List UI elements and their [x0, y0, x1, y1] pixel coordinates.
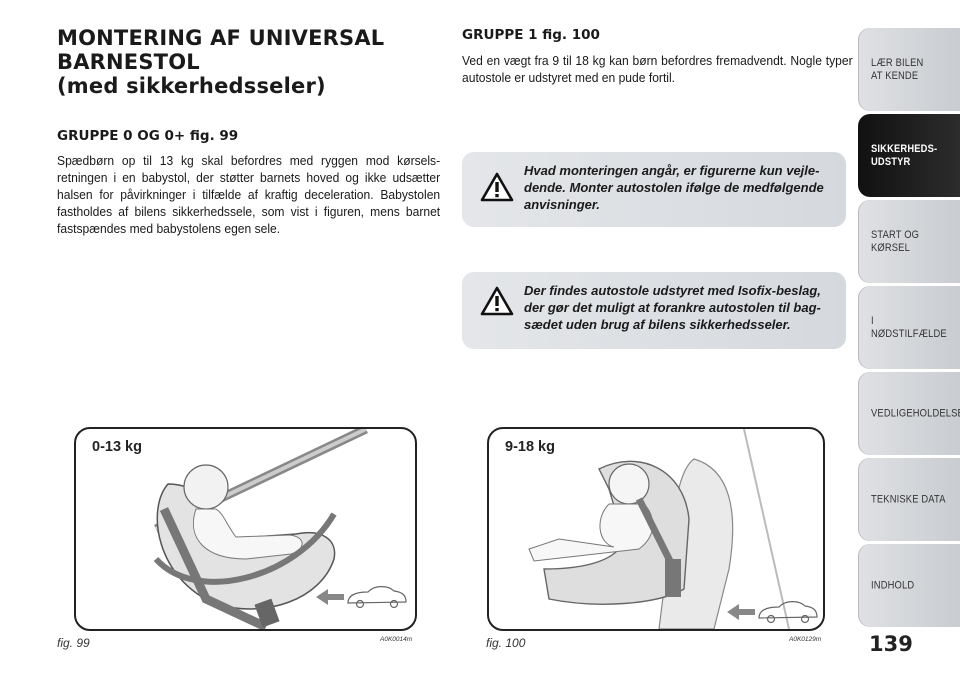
- warning-text-2: Der findes autostole udstyret med Isofix…: [524, 283, 821, 332]
- group0-heading: GRUPPE 0 OG 0+ fig. 99: [57, 128, 239, 144]
- tab-label: SIKKERHEDS- UDSTYR: [871, 142, 938, 168]
- figure-100: 9-18 kg: [487, 427, 825, 631]
- warning-text-1: Hvad monteringen angår, er figurerne kun…: [524, 163, 824, 212]
- tab-i-nodstilfaelde[interactable]: I NØDSTILFÆLDE: [858, 286, 960, 369]
- title-line-1: MONTERING AF UNIVERSAL: [57, 26, 385, 50]
- group1-body: Ved en vægt fra 9 til 18 kg kan børn bef…: [462, 53, 853, 85]
- page-title: MONTERING AF UNIVERSAL BARNESTOL (med si…: [57, 26, 417, 98]
- tab-label: LÆR BILEN AT KENDE: [871, 56, 924, 82]
- tab-laer-bilen-at-kende[interactable]: LÆR BILEN AT KENDE: [858, 28, 960, 111]
- tab-label: START OG KØRSEL: [871, 228, 920, 254]
- rear-facing-baby-seat-illustration: [153, 429, 407, 629]
- weight-label-0-13: 0-13 kg: [92, 439, 142, 455]
- warning-box-1: Hvad monteringen angår, er figurerne kun…: [462, 152, 846, 227]
- warning-triangle-icon: [480, 172, 514, 202]
- figure-code-100: A0K0129m: [789, 636, 822, 643]
- group0-body: Spædbørn op til 13 kg skal befordres med…: [57, 153, 441, 236]
- tab-label: TEKNISKE DATA: [871, 493, 946, 505]
- figure-caption-99: fig. 99: [57, 636, 90, 650]
- tab-label: VEDLIGEHOLDELSE: [871, 407, 960, 419]
- tab-indhold[interactable]: INDHOLD: [858, 544, 960, 627]
- tab-vedligeholdelse[interactable]: VEDLIGEHOLDELSE: [858, 372, 960, 455]
- tab-label: INDHOLD: [871, 579, 915, 591]
- group1-heading: GRUPPE 1 fig. 100: [462, 27, 600, 43]
- tab-tekniske-data[interactable]: TEKNISKE DATA: [858, 458, 960, 541]
- figure-caption-100: fig. 100: [486, 636, 526, 650]
- warning-triangle-icon: [480, 286, 514, 316]
- figure-99: 0-13 kg: [74, 427, 417, 631]
- page-number: 139: [869, 632, 913, 656]
- title-line-3: (med sikkerhedsseler): [57, 74, 326, 98]
- tab-label: I NØDSTILFÆLDE: [871, 314, 947, 340]
- forward-facing-child-seat-illustration: [528, 429, 818, 629]
- title-line-2: BARNESTOL: [57, 50, 200, 74]
- tab-sikkerhedsudstyr[interactable]: SIKKERHEDS- UDSTYR: [858, 114, 960, 197]
- figure-code-99: A0K0014m: [380, 636, 413, 643]
- weight-label-9-18: 9-18 kg: [505, 439, 555, 455]
- tab-start-og-korsel[interactable]: START OG KØRSEL: [858, 200, 960, 283]
- warning-box-2: Der findes autostole udstyret med Isofix…: [462, 272, 846, 349]
